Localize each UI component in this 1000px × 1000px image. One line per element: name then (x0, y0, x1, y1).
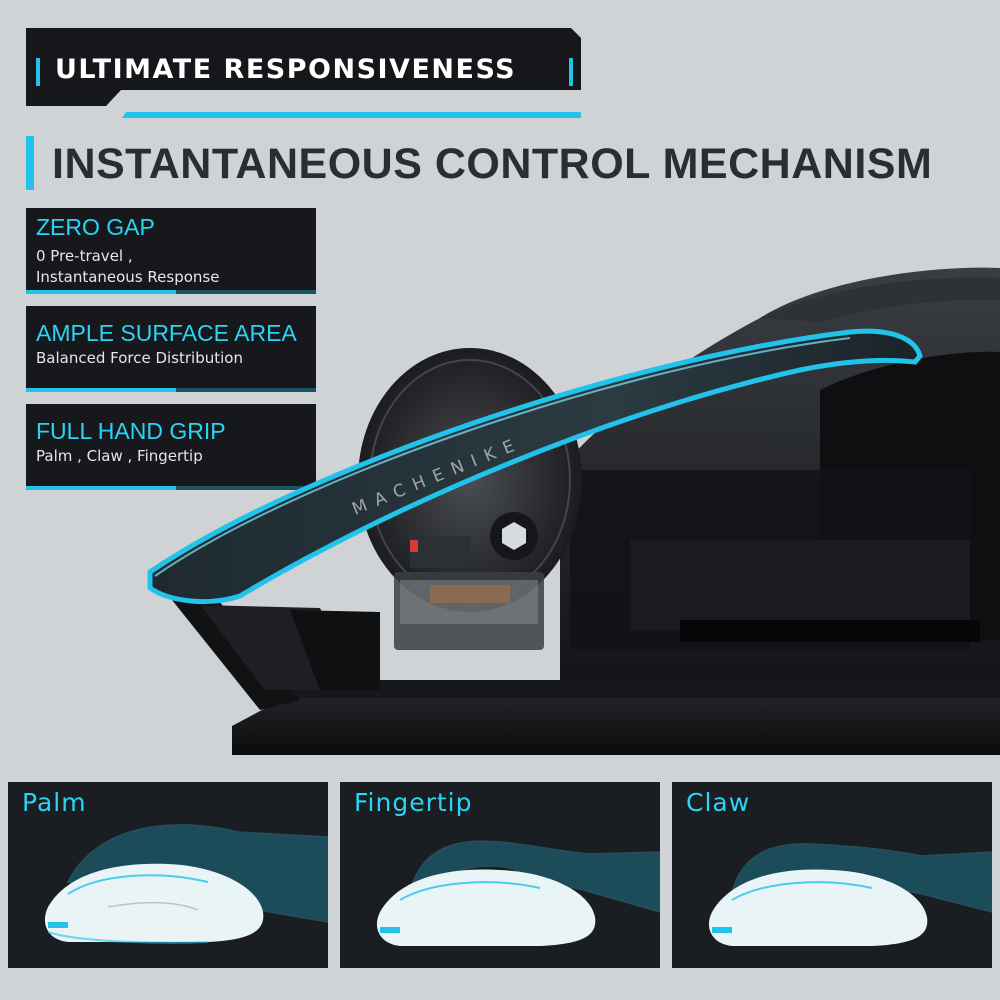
grip-panel-fingertip: Fingertip (340, 782, 660, 968)
feature-underline-fade (176, 486, 316, 490)
heading-accent-bar (26, 136, 34, 190)
feature-underline-fade (176, 388, 316, 392)
fingertip-grip-illustration (376, 840, 660, 946)
feature-description: Balanced Force Distribution (36, 349, 243, 367)
feature-description: 0 Pre-travel , Instantaneous Response (36, 247, 220, 286)
header-banner (26, 28, 581, 118)
mouse-cutaway-illustration: MACHENIKE (147, 267, 1000, 755)
feature-title: ZERO GAP (36, 214, 155, 240)
banner-title: ULTIMATE RESPONSIVENESS (55, 54, 517, 85)
feature-card-zero-gap: ZERO GAP 0 Pre-travel , Instantaneous Re… (26, 208, 316, 294)
feature-description: Palm , Claw , Fingertip (36, 447, 203, 465)
feature-underline (26, 388, 176, 392)
grip-panel-claw: Claw (672, 782, 992, 968)
grip-label: Fingertip (354, 788, 473, 817)
feature-card-full-grip: FULL HAND GRIP Palm , Claw , Fingertip (26, 404, 316, 490)
palm-grip-illustration (44, 824, 328, 944)
feature-underline-fade (176, 290, 316, 294)
claw-grip-illustration (708, 843, 992, 946)
feature-card-surface-area: AMPLE SURFACE AREA Balanced Force Distri… (26, 306, 316, 392)
feature-title: FULL HAND GRIP (36, 418, 226, 444)
grip-label: Claw (686, 788, 751, 817)
feature-underline (26, 486, 176, 490)
page-title: INSTANTANEOUS CONTROL MECHANISM (52, 140, 933, 188)
feature-underline (26, 290, 176, 294)
grip-panel-palm: Palm (8, 782, 328, 968)
feature-title: AMPLE SURFACE AREA (36, 320, 297, 346)
grip-label: Palm (22, 788, 87, 817)
